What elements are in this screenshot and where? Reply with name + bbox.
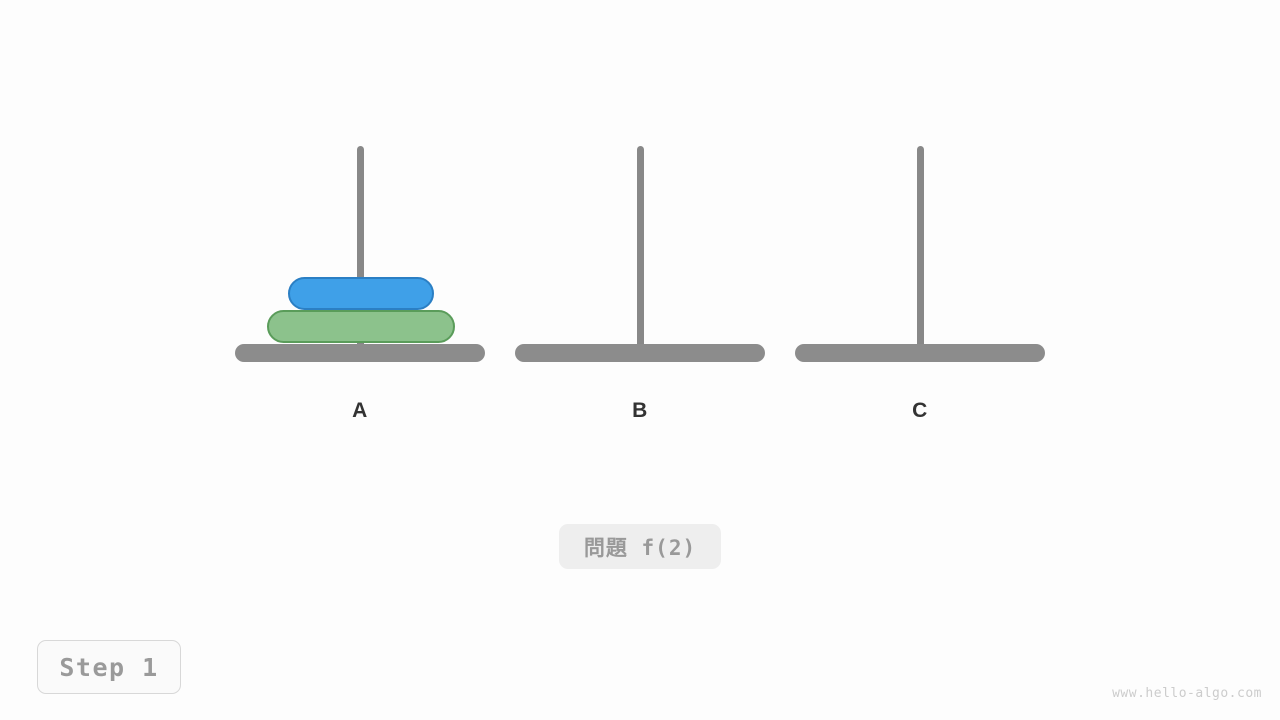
pillar-base-c [795, 344, 1045, 362]
step-badge-text: Step 1 [59, 652, 159, 682]
disc-large-green[interactable] [267, 310, 455, 343]
question-label-text: 問題 f(2) [583, 535, 697, 560]
pillar-group-b: B [515, 0, 765, 720]
pillar-rod-c [916, 146, 924, 346]
pillar-label-b: B [632, 399, 648, 422]
step-badge: Step 1 [37, 640, 181, 694]
pillar-rod-b [636, 146, 644, 346]
question-label: 問題 f(2) [559, 524, 721, 569]
pillar-label-a: A [352, 399, 368, 422]
disc-small-blue[interactable] [288, 277, 434, 310]
pillar-rod-a [356, 146, 364, 346]
pillar-group-c: C [795, 0, 1045, 720]
pillar-base-a [235, 344, 485, 362]
pillar-group-a: A [235, 0, 485, 720]
pillar-base-b [515, 344, 765, 362]
pillar-label-c: C [912, 399, 928, 422]
watermark: www.hello-algo.com [1112, 686, 1262, 701]
